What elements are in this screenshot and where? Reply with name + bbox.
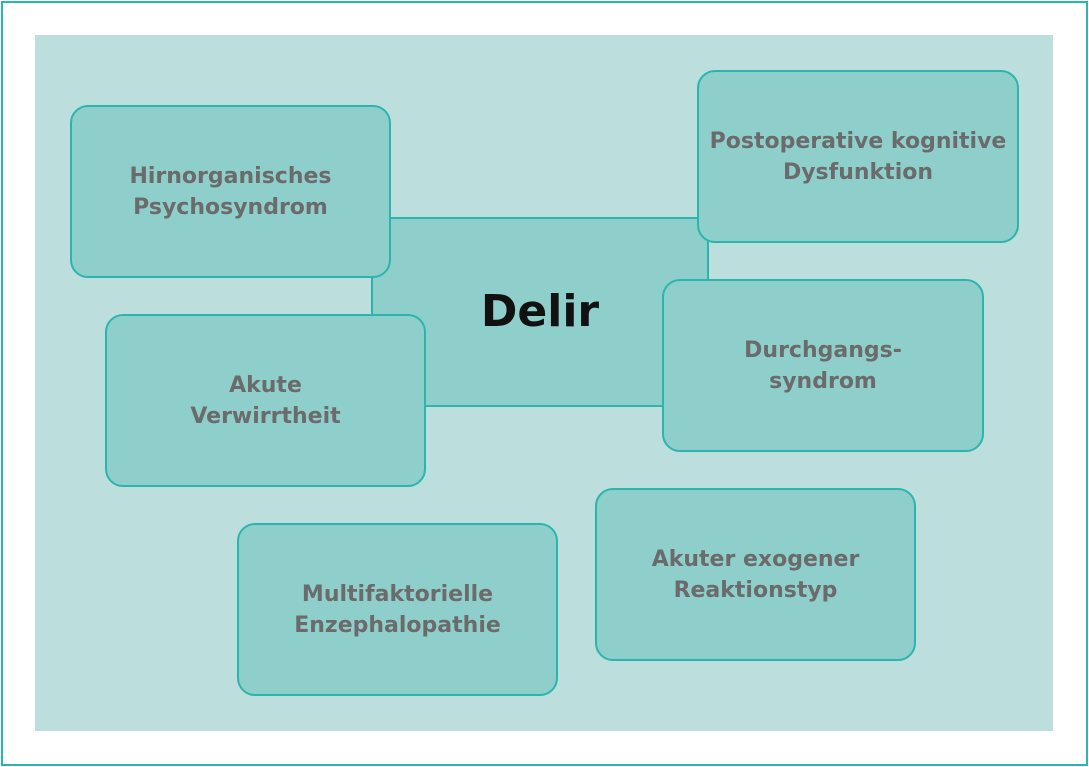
synonym-box-postoperative: Postoperative kognitive Dysfunktion (697, 70, 1019, 243)
synonym-label: Akuter exogener Reaktionstyp (651, 546, 860, 603)
synonym-box-durchgangssyndrom: Durchgangs- syndrom (662, 279, 984, 452)
center-label: Delir (480, 286, 600, 337)
synonym-label: Akute Verwirrtheit (190, 372, 341, 429)
synonym-box-akuter-exogener: Akuter exogener Reaktionstyp (595, 488, 916, 661)
synonym-label: Multifaktorielle Enzephalopathie (294, 581, 501, 638)
synonym-box-akute-verwirrtheit: Akute Verwirrtheit (105, 314, 426, 487)
center-box-delir: Delir (371, 217, 709, 407)
synonym-box-hirnorganisches: Hirnorganisches Psychosyndrom (70, 105, 391, 278)
synonym-box-multifaktorielle: Multifaktorielle Enzephalopathie (237, 523, 558, 696)
synonym-label: Durchgangs- syndrom (744, 337, 902, 394)
synonym-label: Hirnorganisches Psychosyndrom (129, 163, 332, 220)
synonym-label: Postoperative kognitive Dysfunktion (709, 128, 1007, 185)
